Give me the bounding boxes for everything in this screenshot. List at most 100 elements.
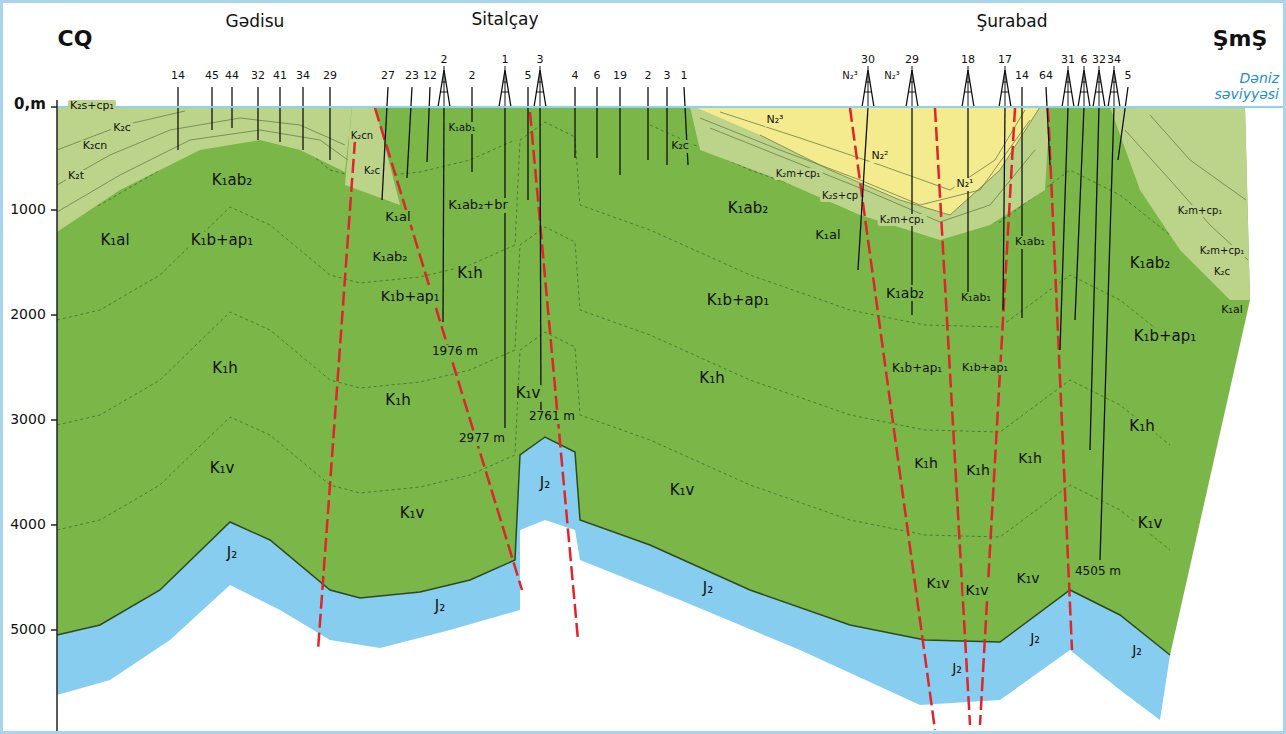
formation-label: K₁h (964, 462, 992, 478)
axis-tick (51, 419, 57, 421)
well-line (329, 87, 330, 160)
place-name: Şurabad (975, 12, 1050, 32)
formation-label: K₁al (383, 210, 412, 225)
stratum-line (57, 118, 345, 185)
well-line (1046, 87, 1050, 165)
formation-label: K₁b+ap₁ (890, 362, 944, 376)
well-line (1060, 107, 1068, 350)
drilling-rig (868, 66, 869, 107)
formation-label: K₁b+ap₁ (705, 292, 772, 309)
formation-label: K₁v (1014, 570, 1041, 586)
axis-label: 3000 (8, 411, 48, 427)
well-number: 45 (203, 70, 221, 83)
axis-tick (51, 106, 57, 108)
sea-level-label: Dəniz səviyyəsi (1199, 70, 1281, 102)
well-line (540, 107, 541, 418)
well-number: 1 (500, 54, 511, 67)
axis-line (56, 100, 58, 734)
well-number: 6 (592, 70, 603, 83)
formation-label: K₁al (1219, 304, 1244, 317)
well-number: 34 (294, 70, 312, 83)
well-line (257, 87, 258, 140)
formation-label: K₂m+cp₁ (774, 168, 823, 180)
thin-strata (57, 107, 1248, 260)
well-line (527, 87, 528, 200)
stratum-index: N₂³ (882, 70, 902, 82)
well-number: 2 (439, 54, 450, 67)
stratum-index: N₂³ (840, 70, 860, 82)
well-number: 32 (1090, 54, 1108, 67)
formation-label: K₁h (383, 392, 412, 409)
well-line (1003, 107, 1005, 310)
direction-label: CQ (56, 26, 95, 51)
fault-line (318, 140, 355, 650)
stratum-line (1125, 130, 1248, 260)
well-number: 31 (1059, 54, 1077, 67)
formation-label: K₁ab₁ (446, 122, 477, 134)
axis-label: 5000 (8, 621, 48, 637)
well-line (967, 107, 968, 305)
well-line (177, 87, 178, 150)
formation-label: J₂ (225, 545, 239, 562)
formation-label: K₁ab₂ (884, 285, 926, 301)
formation-label: K₂s+cp (820, 190, 860, 202)
formation-label: K₁h (210, 360, 239, 377)
well-number: 2 (643, 70, 654, 83)
well-number: 23 (403, 70, 421, 83)
jurassic-top-line (57, 437, 1170, 655)
formation-label: K₁v (208, 460, 237, 477)
drilling-rig (1114, 66, 1115, 107)
formation-label: K₂m+cp₁ (1176, 205, 1225, 217)
well-number: 1 (679, 70, 690, 83)
formation-label: K₂c (669, 140, 691, 153)
well-number: 32 (249, 70, 267, 83)
stratum-line (720, 110, 1025, 190)
well-number: 5 (523, 70, 534, 83)
formation-label: K₁v (924, 575, 951, 591)
well-line (504, 107, 505, 428)
well-line (279, 87, 280, 142)
depth-label: 2977 m (457, 432, 507, 446)
axis-label: 0,m (12, 96, 48, 113)
drilling-rig (1099, 66, 1100, 107)
well-number: 14 (1013, 70, 1031, 83)
formation-label: K₁v (1136, 515, 1165, 532)
formation-label: K₁h (455, 265, 484, 282)
stratum-line (57, 130, 348, 212)
well-line (684, 87, 688, 165)
well-line (647, 87, 648, 160)
formation-label: K₂c (1212, 266, 1232, 278)
upper-cretaceous-middle (345, 107, 400, 205)
stratum-line (57, 111, 185, 150)
jurassic-blue (57, 437, 1170, 720)
well-line (382, 87, 388, 200)
formation-label: J₂ (1028, 630, 1042, 646)
sea-level-line (57, 106, 1286, 108)
well-line (666, 87, 667, 165)
formation-label: K₁v (668, 482, 697, 499)
direction-label: ŞmŞ (1211, 26, 1270, 51)
formation-label: K₁ab₁ (959, 292, 993, 305)
stratum-line (1150, 115, 1246, 200)
well-line (302, 87, 303, 150)
formation-label: K₁v (963, 582, 990, 598)
drilling-rig (912, 66, 913, 107)
axis-tick (51, 209, 57, 211)
faults (318, 108, 1072, 730)
well-line (574, 87, 575, 158)
place-name: Sitalçay (469, 10, 540, 30)
well-number: 4 (570, 70, 581, 83)
fault-line (935, 108, 970, 725)
fault-line (850, 108, 935, 730)
drilling-rig (540, 66, 541, 107)
formation-label: K₂c (362, 165, 382, 177)
drilling-rig (444, 66, 445, 107)
formation-label: K₁b+ap₁ (1132, 328, 1199, 345)
fault-line (1048, 108, 1072, 650)
depth-label: 2761 m (527, 410, 577, 424)
well-number: 34 (1105, 54, 1123, 67)
formation-label: K₁b+ap₁ (379, 288, 442, 304)
formation-label: K₂m+cp₁ (1198, 245, 1247, 257)
